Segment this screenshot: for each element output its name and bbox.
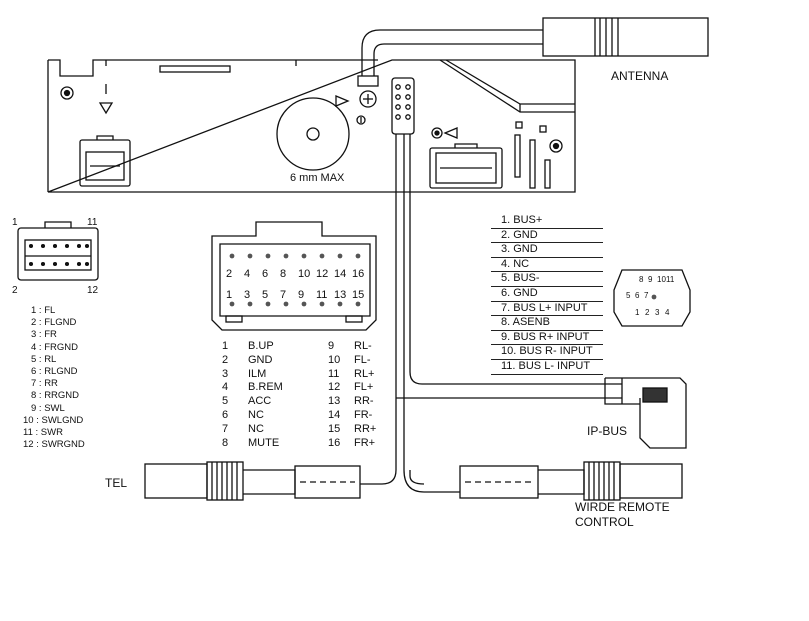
ip-bus-pin: 5. BUS- bbox=[491, 272, 603, 287]
pin-number: 9 bbox=[648, 275, 653, 284]
main-connector-pin-dot bbox=[319, 253, 325, 259]
ip-bus-pin: 6. GND bbox=[491, 287, 603, 302]
speaker-pin: 11 : SWR bbox=[23, 427, 63, 439]
speaker-pin: 12 : SWRGND bbox=[23, 439, 85, 451]
pin-number: 15 bbox=[352, 289, 365, 301]
pin-number: 4 bbox=[665, 308, 670, 317]
main-connector-pin-dot bbox=[265, 253, 271, 259]
head-unit-rear-panel bbox=[47, 59, 576, 193]
pin-number: 12 bbox=[316, 268, 329, 280]
main-connector-outline bbox=[211, 221, 377, 331]
pin-number: 4 bbox=[244, 268, 251, 280]
pin-number: 14 bbox=[334, 268, 347, 280]
pin-number: 10 bbox=[657, 275, 666, 284]
speaker-pin: 3 : FR bbox=[31, 329, 57, 341]
small-conn-top-right: 11 bbox=[87, 217, 98, 228]
speaker-pin: 9 : SWL bbox=[31, 402, 65, 414]
ip-bus-key-pin bbox=[651, 294, 657, 300]
pin-number: 6 bbox=[635, 291, 640, 300]
main-connector-pin-dot bbox=[247, 301, 253, 307]
main-connector-pin-dot bbox=[283, 253, 289, 259]
pin-number: 8 bbox=[280, 268, 287, 280]
antenna-label: ANTENNA bbox=[611, 69, 669, 83]
pin-number: 1 bbox=[226, 289, 233, 301]
main-connector-pin-dot bbox=[247, 253, 253, 259]
speaker-pin: 5 : RL bbox=[31, 353, 57, 365]
main-connector-pin-dot bbox=[283, 301, 289, 307]
tel-label: TEL bbox=[105, 476, 128, 490]
ip-bus-face bbox=[613, 269, 691, 327]
wired-remote-plug bbox=[459, 461, 683, 501]
speaker-connector-outline bbox=[17, 221, 99, 281]
wired-remote-label-1: WIRDE REMOTE bbox=[575, 500, 670, 514]
speaker-pin: 10 : SWLGND bbox=[23, 414, 84, 426]
tel-plug bbox=[144, 461, 361, 501]
ip-bus-pin-list: 1. BUS+ 2. GND 3. GND 4. NC 5. BUS- 6. G… bbox=[491, 214, 603, 375]
main-connector-pin-dot bbox=[301, 301, 307, 307]
main-connector-pin-dot bbox=[229, 301, 235, 307]
ip-bus-pin: 3. GND bbox=[491, 243, 603, 258]
pin-number: 13 bbox=[334, 289, 347, 301]
speaker-pin: 6 : RLGND bbox=[31, 366, 78, 378]
main-connector-pin-dot bbox=[355, 301, 361, 307]
wired-remote-label-2: CONTROL bbox=[575, 515, 634, 529]
pin-number: 5 bbox=[626, 291, 631, 300]
main-connector-pin-dot bbox=[337, 253, 343, 259]
main-connector-pin-dot bbox=[337, 301, 343, 307]
central-harness bbox=[360, 77, 622, 493]
pin-number: 11 bbox=[316, 289, 328, 301]
ip-bus-pin: 2. GND bbox=[491, 229, 603, 244]
screw-length-label: 6 mm MAX bbox=[290, 172, 345, 184]
speaker-pin: 1 : FL bbox=[31, 305, 56, 316]
main-connector-pin-dot bbox=[265, 301, 271, 307]
pin-number: 3 bbox=[244, 289, 251, 301]
ip-bus-pin: 11. BUS L- INPUT bbox=[491, 360, 603, 375]
ip-bus-pin: 10. BUS R- INPUT bbox=[491, 345, 603, 360]
pin-number: 5 bbox=[262, 289, 269, 301]
small-conn-bottom-left: 2 bbox=[12, 285, 18, 296]
pin-number: 3 bbox=[655, 308, 660, 317]
speaker-pin: 8 : RRGND bbox=[31, 390, 80, 402]
pin-number: 11 bbox=[666, 275, 675, 284]
antenna-cable bbox=[357, 17, 709, 87]
pin-number: 10 bbox=[298, 268, 311, 280]
ip-bus-pin: 9. BUS R+ INPUT bbox=[491, 331, 603, 346]
speaker-pin: 4 : FRGND bbox=[31, 341, 78, 353]
ip-bus-label: IP-BUS bbox=[587, 424, 628, 438]
pin-number: 8 bbox=[639, 275, 644, 284]
main-connector-pin-dot bbox=[355, 253, 361, 259]
pin-number: 16 bbox=[352, 268, 365, 280]
pin-number: 2 bbox=[645, 308, 650, 317]
ip-bus-pin: 7. BUS L+ INPUT bbox=[491, 302, 603, 317]
pin-number: 7 bbox=[644, 291, 649, 300]
ip-bus-pin: 8. ASENB bbox=[491, 316, 603, 331]
pin-number: 1 bbox=[635, 308, 640, 317]
small-conn-bottom-right: 12 bbox=[87, 285, 99, 296]
small-conn-top-left: 1 bbox=[12, 217, 18, 228]
main-connector-pin-dot bbox=[319, 301, 325, 307]
pin-number: 7 bbox=[280, 289, 287, 301]
main-connector-pin-dot bbox=[301, 253, 307, 259]
ip-bus-pin: 1. BUS+ bbox=[491, 214, 603, 229]
speaker-pin: 7 : RR bbox=[31, 378, 58, 390]
main-connector-pin-dot bbox=[229, 253, 235, 259]
pin-number: 2 bbox=[226, 268, 233, 280]
pin-number: 9 bbox=[298, 289, 305, 301]
ip-bus-pin: 4. NC bbox=[491, 258, 603, 273]
speaker-pin: 2 : FLGND bbox=[31, 317, 77, 329]
ip-bus-plug bbox=[604, 377, 687, 449]
pin-number: 6 bbox=[262, 268, 269, 280]
speaker-pin-list: 1 : FL 2 : FLGND 3 : FR 4 : FRGND 5 : RL… bbox=[23, 305, 85, 451]
